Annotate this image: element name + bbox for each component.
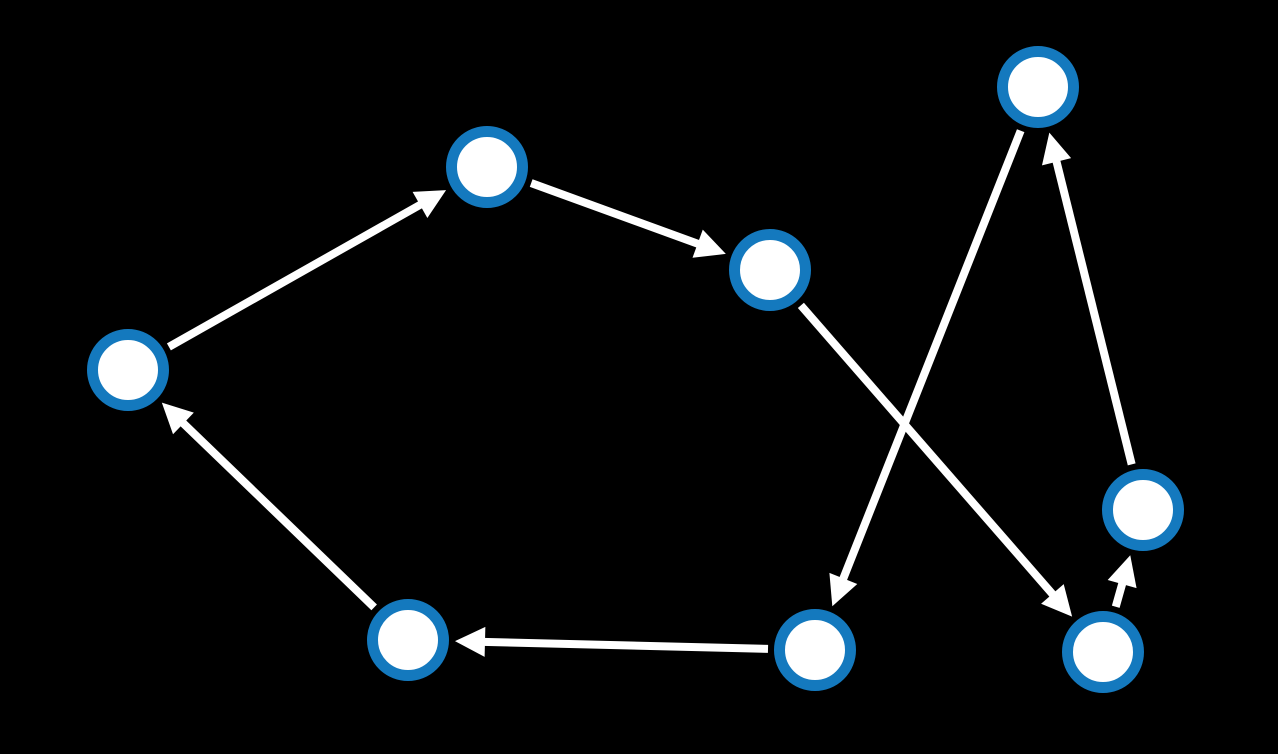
graph-node[interactable]	[367, 599, 449, 681]
node-circle-icon	[367, 599, 449, 681]
graph-node[interactable]	[1062, 611, 1144, 693]
edge-arrowhead-icon	[1107, 555, 1137, 589]
edge-line	[1111, 581, 1127, 608]
edge-arrowhead-icon	[829, 572, 858, 607]
edge-layer	[161, 129, 1137, 657]
graph-node[interactable]	[1102, 469, 1184, 551]
edge-line	[838, 129, 1025, 582]
edge-arrowhead-icon	[1041, 584, 1073, 617]
graph-edge[interactable]	[1041, 132, 1136, 466]
graph-edge[interactable]	[161, 402, 377, 611]
edge-line	[179, 419, 377, 611]
edge-arrowhead-icon	[454, 626, 486, 657]
graph-edge[interactable]	[454, 626, 769, 657]
graph-edge[interactable]	[797, 302, 1073, 617]
graph-edge[interactable]	[829, 129, 1025, 607]
edge-line	[1052, 158, 1136, 466]
node-circle-icon	[1062, 611, 1144, 693]
edge-arrowhead-icon	[161, 402, 194, 435]
node-circle-icon	[87, 329, 169, 411]
graph-node[interactable]	[729, 229, 811, 311]
graph-node[interactable]	[774, 609, 856, 691]
node-circle-icon	[1102, 469, 1184, 551]
edge-line	[797, 302, 1057, 599]
graph-node[interactable]	[997, 46, 1079, 128]
node-circle-icon	[774, 609, 856, 691]
node-circle-icon	[997, 46, 1079, 128]
node-layer	[87, 46, 1184, 693]
graph-node[interactable]	[87, 329, 169, 411]
edge-line	[529, 179, 701, 249]
node-circle-icon	[729, 229, 811, 311]
edge-line	[166, 200, 424, 351]
graph-edge[interactable]	[529, 179, 726, 258]
edge-line	[482, 637, 769, 653]
graph-edge[interactable]	[1107, 555, 1137, 608]
graph-edge[interactable]	[166, 190, 447, 351]
graph-node[interactable]	[446, 126, 528, 208]
edge-arrowhead-icon	[1041, 132, 1072, 166]
edge-arrowhead-icon	[692, 229, 726, 258]
edge-arrowhead-icon	[412, 190, 447, 218]
node-circle-icon	[446, 126, 528, 208]
